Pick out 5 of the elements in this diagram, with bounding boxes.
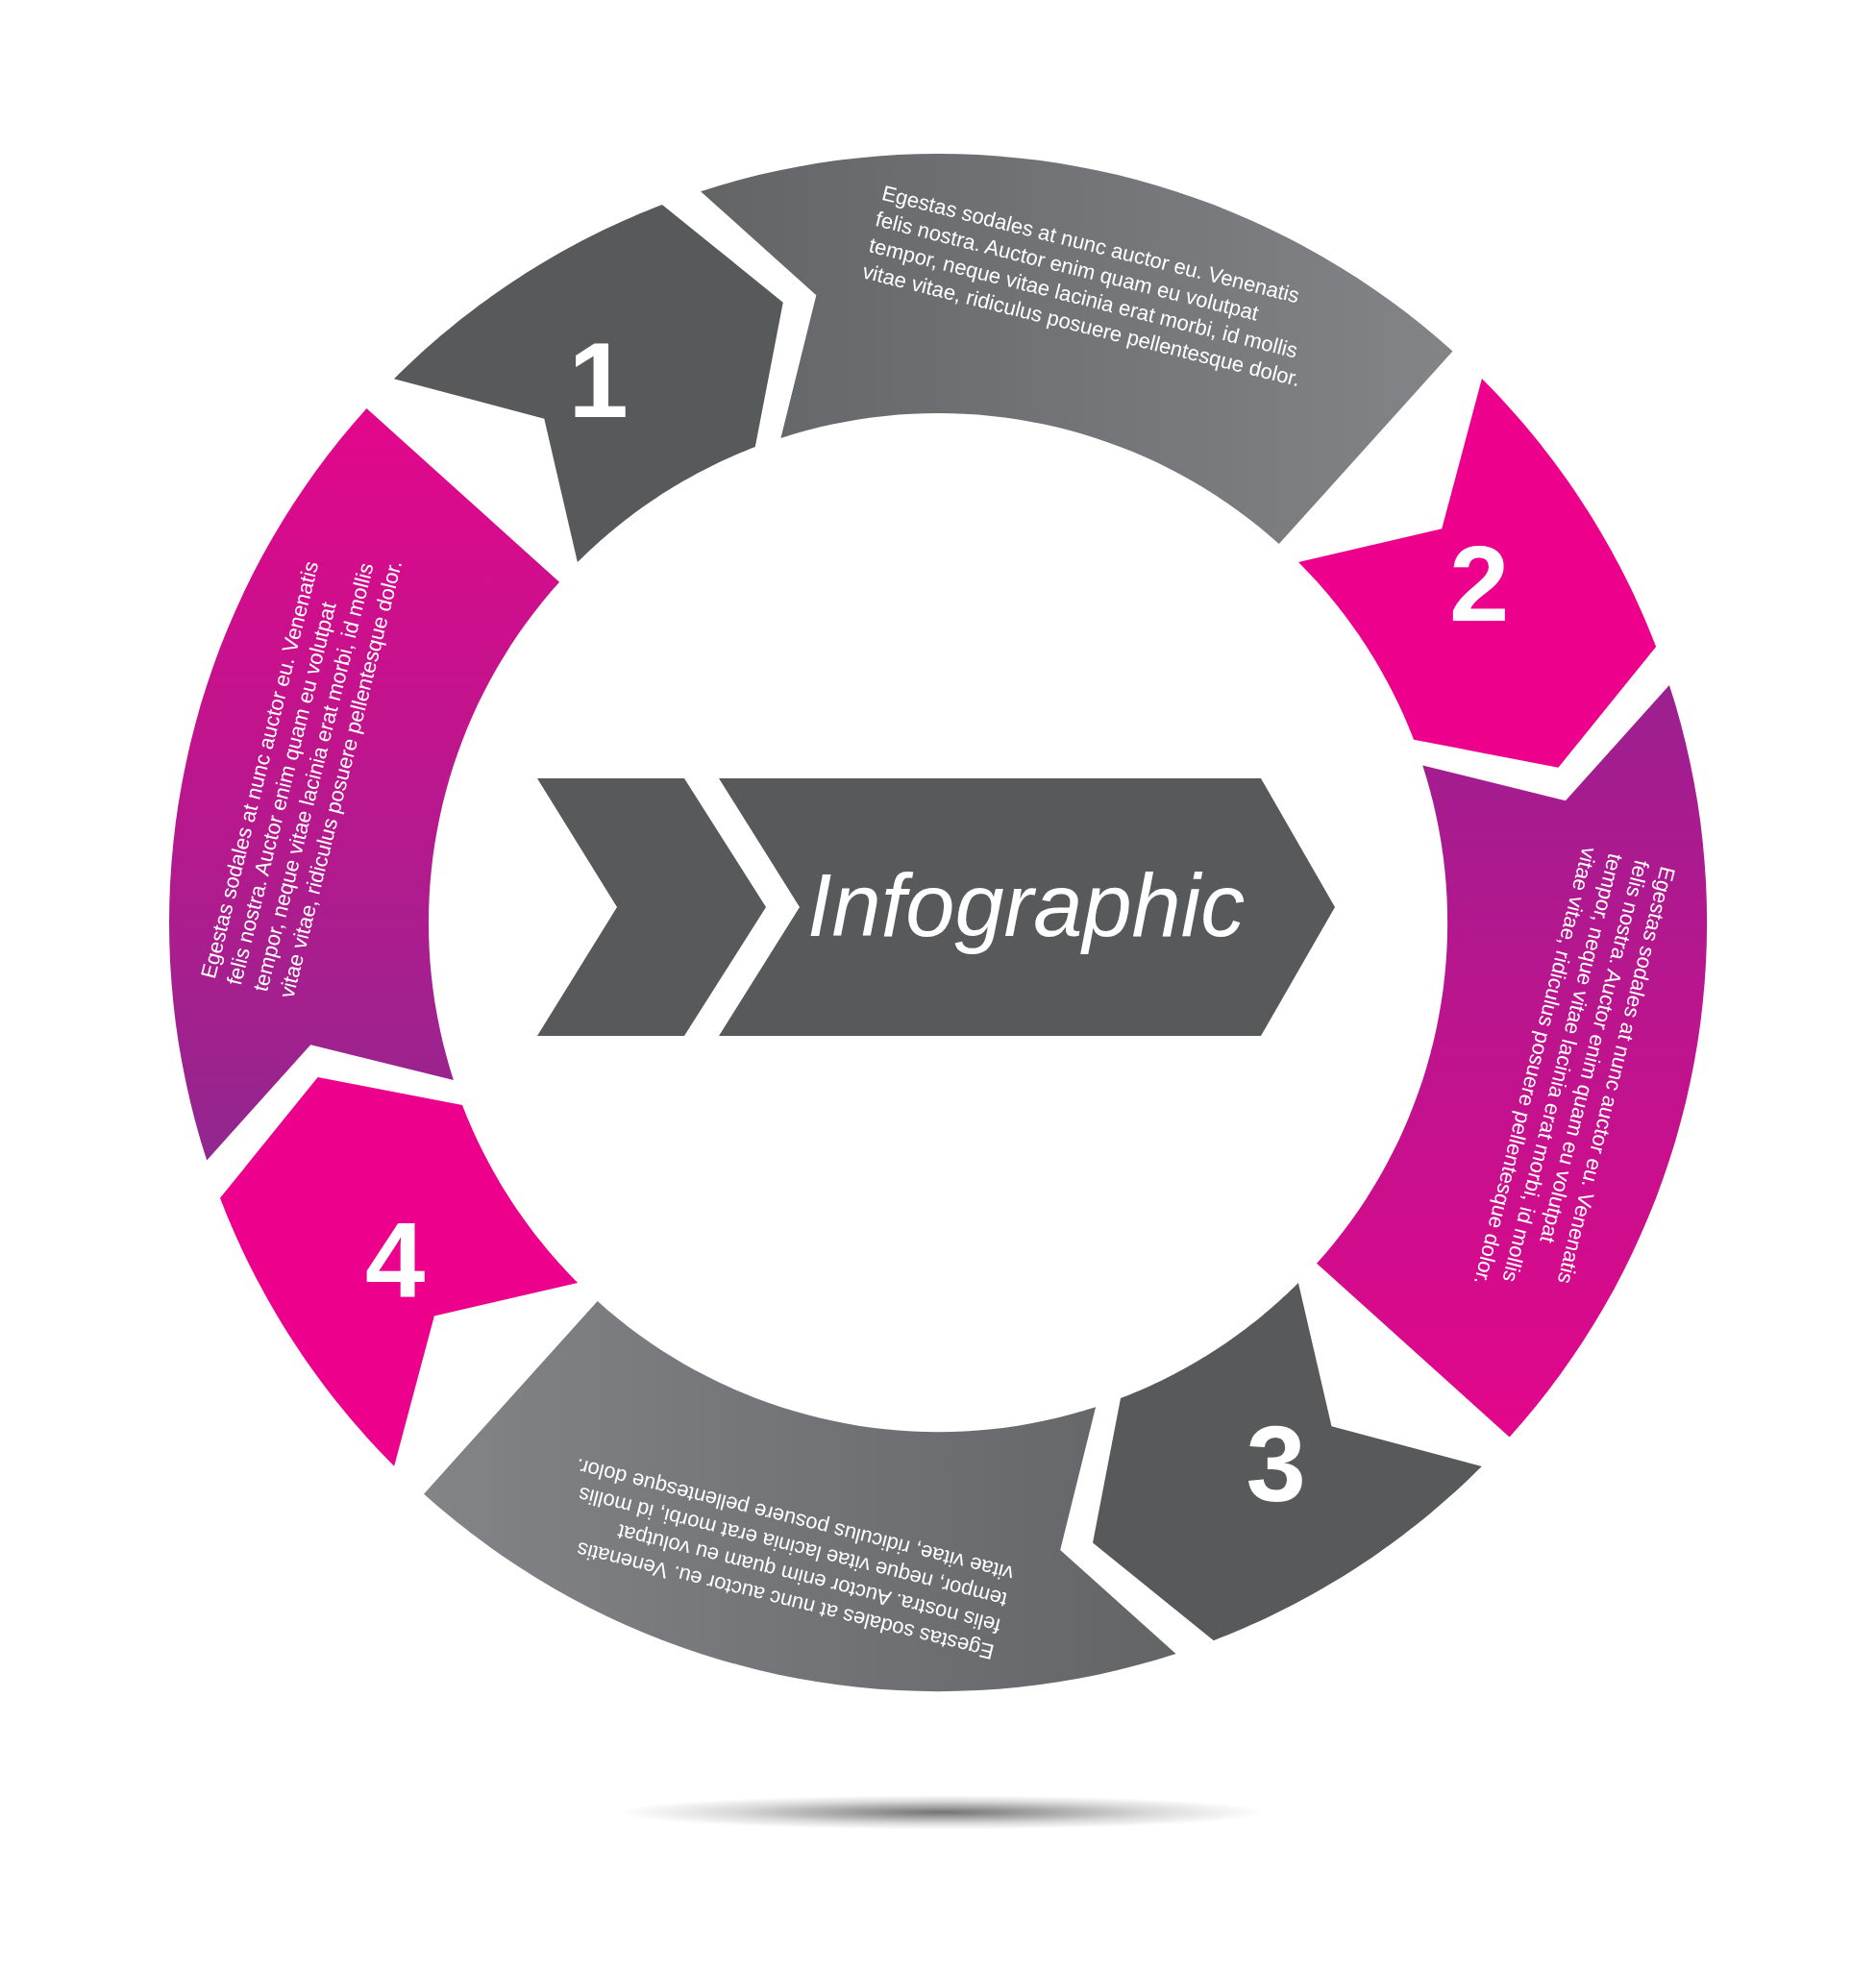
step-number: 3 <box>1246 1410 1306 1518</box>
title-text: Infographic <box>807 857 1246 953</box>
step-number: 1 <box>568 327 629 435</box>
step-number: 4 <box>365 1207 426 1316</box>
step-number: 2 <box>1448 529 1510 638</box>
